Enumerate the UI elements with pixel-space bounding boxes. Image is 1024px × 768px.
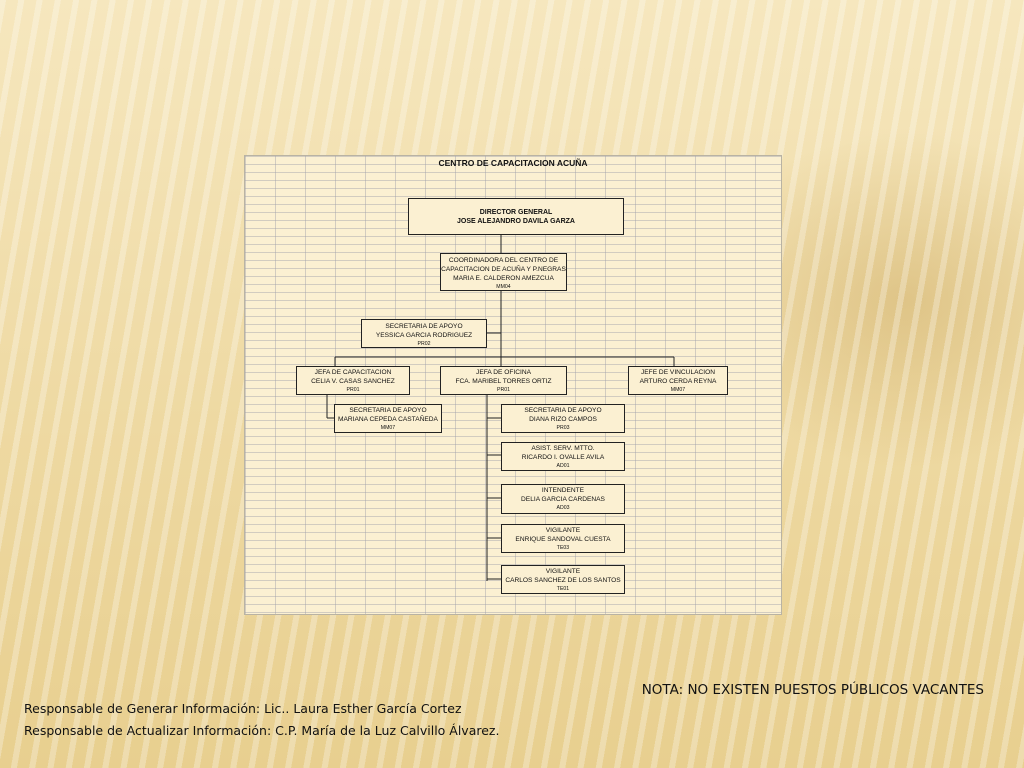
coordinadora-box: COORDINADORA DEL CENTRO DE CAPACITACION … (440, 253, 567, 291)
jefa-capacitacion-name: CELIA V. CASAS SANCHEZ (311, 378, 395, 385)
intendente-code: AD03 (556, 505, 570, 511)
secretaria-cap-box: SECRETARIA DE APOYO MARIANA CEPEDA CASTA… (334, 404, 442, 433)
secretaria-of-title: SECRETARIA DE APOYO (524, 407, 602, 414)
responsable-generar: Responsable de Generar Información: Lic.… (24, 701, 462, 716)
jefa-oficina-box: JEFA DE OFICINA FCA. MARIBEL TORRES ORTI… (440, 366, 567, 395)
intendente-title: INTENDENTE (541, 487, 585, 494)
coordinadora-name: MARIA E. CALDERON AMEZCUA (453, 275, 554, 282)
vigilante2-title: VIGILANTE (545, 568, 581, 575)
secretaria-cap-name: MARIANA CEPEDA CASTAÑEDA (338, 416, 438, 423)
vacantes-note: NOTA: NO EXISTEN PUESTOS PÚBLICOS VACANT… (641, 682, 984, 698)
secretaria-coord-box: SECRETARIA DE APOYO YESSICA GARCIA RODRI… (361, 319, 487, 348)
director-title: DIRECTOR GENERAL (479, 209, 553, 216)
intendente-name: DELIA GARCIA CARDENAS (521, 496, 605, 503)
jefa-capacitacion-title: JEFA DE CAPACITACION (314, 369, 392, 376)
responsable-actualizar: Responsable de Actualizar Información: C… (24, 723, 500, 738)
secretaria-of-name: DIANA RIZO CAMPOS (529, 416, 597, 423)
org-chart-connectors (326, 234, 675, 581)
vigilante2-name: CARLOS SANCHEZ DE LOS SANTOS (505, 577, 621, 584)
jefe-vinculacion-box: JEFE DE VINCULACION ARTURO CERDA REYNA M… (628, 366, 728, 395)
jefa-oficina-code: PR01 (497, 387, 510, 393)
secretaria-of-code: PR03 (556, 425, 570, 431)
secretaria-coord-title: SECRETARIA DE APOYO (385, 323, 463, 330)
jefe-vinculacion-code: MM07 (670, 387, 686, 393)
jefa-oficina-name: FCA. MARIBEL TORRES ORTIZ (455, 378, 552, 385)
asist-mtto-title: ASIST. SERV. MTTO. (531, 445, 595, 452)
jefa-capacitacion-box: JEFA DE CAPACITACION CELIA V. CASAS SANC… (296, 366, 410, 395)
coordinadora-title-line2: CAPACITACION DE ACUÑA Y P.NEGRAS (441, 266, 566, 273)
vigilante1-title: VIGILANTE (545, 527, 581, 534)
jefe-vinculacion-title: JEFE DE VINCULACION (640, 369, 715, 376)
asist-mtto-code: AD01 (556, 463, 570, 469)
vigilante2-code: TE01 (556, 586, 570, 592)
secretaria-of-box: SECRETARIA DE APOYO DIANA RIZO CAMPOS PR… (501, 404, 625, 433)
jefa-oficina-title: JEFA DE OFICINA (476, 369, 531, 376)
asist-mtto-box: ASIST. SERV. MTTO. RICARDO I. OVALLE AVI… (501, 442, 625, 471)
director-box: DIRECTOR GENERAL JOSE ALEJANDRO DAVILA G… (408, 198, 624, 235)
secretaria-coord-name: YESSICA GARCIA RODRIGUEZ (375, 332, 473, 339)
org-chart-title: CENTRO DE CAPACITACION ACUÑA (438, 158, 588, 168)
org-chart-sheet: CENTRO DE CAPACITACION ACUÑA DIRECTOR GE… (244, 155, 782, 615)
director-name: JOSE ALEJANDRO DAVILA GARZA (457, 218, 575, 225)
coordinadora-title-line1: COORDINADORA DEL CENTRO DE (448, 257, 559, 264)
vigilante2-box: VIGILANTE CARLOS SANCHEZ DE LOS SANTOS T… (501, 565, 625, 594)
vigilante1-box: VIGILANTE ENRIQUE SANDOVAL CUESTA TE03 (501, 524, 625, 553)
jefe-vinculacion-name: ARTURO CERDA REYNA (639, 378, 717, 385)
jefa-capacitacion-code: PR01 (346, 387, 360, 393)
vigilante1-code: TE03 (556, 545, 570, 551)
secretaria-cap-code: MM07 (380, 425, 396, 431)
secretaria-coord-code: PR02 (417, 341, 431, 347)
intendente-box: INTENDENTE DELIA GARCIA CARDENAS AD03 (501, 484, 625, 514)
secretaria-cap-title: SECRETARIA DE APOYO (349, 407, 427, 414)
asist-mtto-name: RICARDO I. OVALLE AVILA (521, 454, 605, 461)
coordinadora-code: MM04 (496, 284, 511, 290)
vigilante1-name: ENRIQUE SANDOVAL CUESTA (515, 536, 611, 543)
